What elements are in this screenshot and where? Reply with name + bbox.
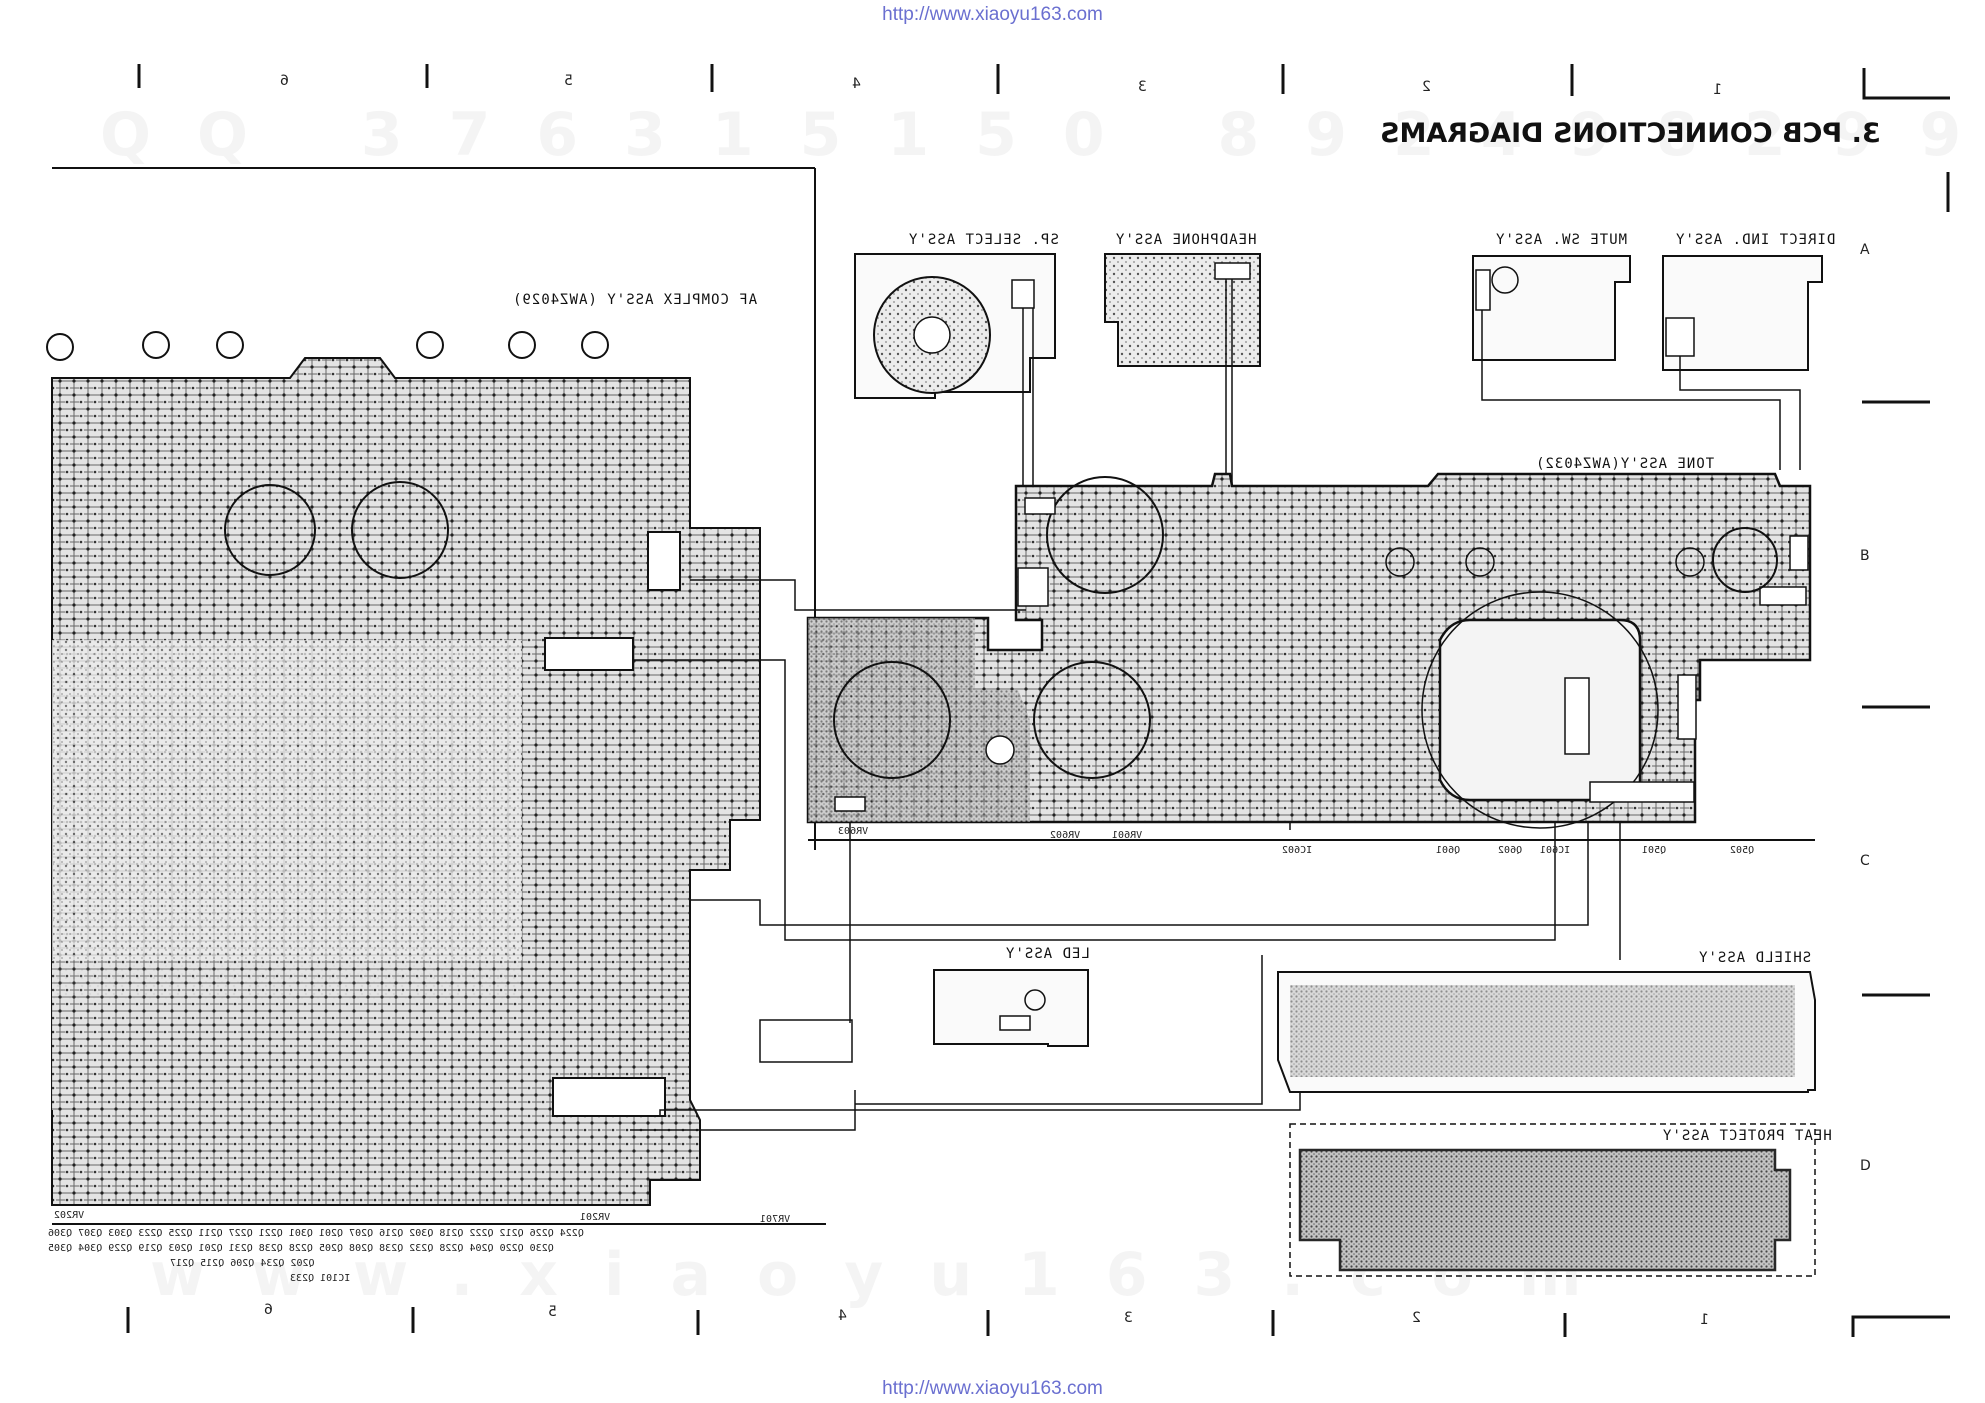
page-title: 3. PCB CONNECTIONS DIAGRAMS xyxy=(1380,118,1881,149)
label-tone: TONE ASS'Y(AWZ4032) xyxy=(1535,456,1715,472)
source-url-bottom[interactable]: http://www.xiaoyu163.com xyxy=(882,1378,1103,1399)
column-number-1-top: 1 xyxy=(1713,82,1722,98)
part-vr201: VR201 xyxy=(580,1212,611,1223)
part-vr601: VR601 xyxy=(1112,830,1143,841)
column-number-6-top: 6 xyxy=(280,73,289,89)
bottom-parts-row-1: Q224 Q226 Q212 Q222 Q218 Q302 Q216 Q207 … xyxy=(48,1228,584,1239)
part-vr602: VR602 xyxy=(1050,830,1081,841)
label-heat-protect: HEAT PROTECT ASS'Y xyxy=(1662,1128,1832,1144)
label-shield: SHIELD ASS'Y xyxy=(1698,950,1812,966)
part-ic601: IC601 xyxy=(1540,845,1571,856)
part-vr603: VR603 xyxy=(838,826,869,837)
column-number-5-top: 5 xyxy=(564,73,573,89)
source-url-top[interactable]: http://www.xiaoyu163.com xyxy=(882,4,1103,25)
column-number-2-bottom: 2 xyxy=(1412,1310,1421,1326)
column-number-2-top: 2 xyxy=(1422,79,1431,95)
column-number-4-top: 4 xyxy=(852,76,861,92)
row-letter-d: D xyxy=(1860,1158,1871,1174)
label-direct-ind: DIRECT IND. ASS'Y xyxy=(1675,232,1836,248)
bottom-parts-row-4: IC101 Q233 xyxy=(290,1273,351,1284)
part-q601: Q601 xyxy=(1436,845,1461,856)
column-number-1-bottom: 1 xyxy=(1700,1312,1709,1328)
label-sp-select: SP. SELECT ASS'Y xyxy=(908,232,1059,248)
column-number-3-top: 3 xyxy=(1138,79,1147,95)
frame-ticks-top xyxy=(137,64,1950,212)
part-vr202: VR202 xyxy=(54,1210,85,1221)
part-q602: Q602 xyxy=(1498,845,1523,856)
watermark-top: QQ 376315150 892498299 xyxy=(100,100,1985,170)
row-letter-a: A xyxy=(1860,242,1870,258)
bottom-parts-row-3: Q202 Q234 Q206 Q215 Q217 xyxy=(170,1258,315,1269)
part-q502: Q502 xyxy=(1730,845,1755,856)
column-number-6-bottom: 6 xyxy=(264,1302,273,1318)
part-vr701: VR701 xyxy=(760,1214,791,1225)
column-number-5-bottom: 5 xyxy=(548,1304,557,1320)
bottom-parts-row-2: Q230 Q220 Q204 Q228 Q232 Q238 Q208 Q205 … xyxy=(48,1243,554,1254)
row-letter-c: C xyxy=(1860,853,1870,869)
part-ic602: IC602 xyxy=(1282,845,1313,856)
row-letter-b: B xyxy=(1860,548,1870,564)
label-led: LED ASS'Y xyxy=(1005,946,1090,962)
column-number-4-bottom: 4 xyxy=(838,1308,847,1324)
label-mute-sw: MUTE SW. ASS'Y xyxy=(1495,232,1628,248)
label-af-complex: AF COMPLEX ASS'Y (AWZ4029) xyxy=(512,292,758,308)
part-q501: Q501 xyxy=(1642,845,1667,856)
frame-ticks-bottom xyxy=(126,1307,1950,1337)
column-number-3-bottom: 3 xyxy=(1124,1310,1133,1326)
label-headphone: HEADPHONE ASS'Y xyxy=(1115,232,1257,248)
